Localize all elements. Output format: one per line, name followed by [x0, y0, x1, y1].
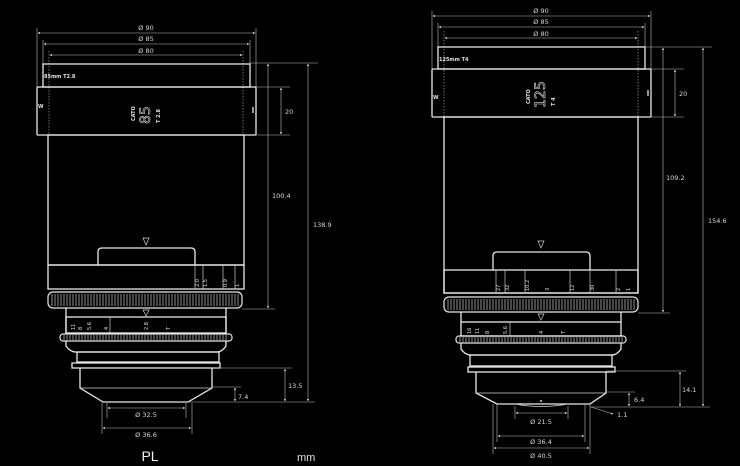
dim-d80: Ø 80 [533, 30, 548, 38]
dim-d85: Ø 85 [138, 35, 153, 43]
svg-text:4: 4 [539, 331, 545, 334]
svg-text:12: 12 [570, 285, 576, 291]
dim-d85: Ø 85 [533, 18, 548, 26]
svg-text:11: 11 [71, 324, 77, 330]
gear-teeth [63, 335, 227, 340]
aperture-scale-band [65, 316, 227, 334]
gear-teeth [459, 337, 623, 342]
dim-d90: Ø 90 [533, 7, 548, 15]
aperture-index-icon [537, 313, 545, 321]
aperture-scale: 16 11 8 5.6 4 T [467, 322, 567, 336]
mount-flange [467, 366, 616, 373]
focus-scale: 2.0 1.5 0.9 1 [194, 265, 241, 289]
gear-teeth [51, 294, 239, 306]
svg-text:5.6: 5.6 [87, 322, 93, 330]
dim-d40: Ø 40.5 [530, 452, 552, 460]
brand: CATO [526, 89, 532, 104]
logo: W [38, 104, 44, 110]
svg-text:1: 1 [626, 288, 632, 291]
svg-text:4: 4 [104, 327, 110, 330]
svg-text:0.9: 0.9 [223, 279, 229, 287]
dim-h13: 13.5 [288, 382, 302, 390]
dim-h109: 109.2 [666, 174, 685, 182]
focus-scale-band [443, 269, 639, 294]
focal-length: 85 [138, 106, 154, 124]
svg-text:T: T [166, 326, 172, 331]
svg-text:2: 2 [616, 288, 622, 291]
svg-text:2.0: 2.0 [195, 279, 201, 287]
svg-text:10.2: 10.2 [525, 280, 531, 291]
mount [475, 372, 607, 405]
index-mark-icon [537, 240, 545, 249]
brand: CATO [131, 106, 137, 121]
dim-h138: 138.9 [313, 221, 332, 229]
t-stop: T 4 [551, 97, 557, 106]
t-stop: T 2.8 [156, 108, 162, 123]
pl-mount [79, 368, 213, 403]
focal-length: 125 [533, 81, 549, 108]
svg-text:T: T [561, 330, 567, 335]
dim-h20: 20 [285, 108, 293, 116]
aperture-scale: 11 8 5.6 4 2.8 T [71, 317, 172, 333]
focus-window [492, 251, 591, 270]
dim-d36: Ø 36.6 [135, 431, 157, 439]
svg-text:1: 1 [235, 284, 241, 287]
dim-h6: 6.4 [634, 396, 644, 404]
aperture-index-icon [142, 309, 150, 317]
units-label: mm [297, 452, 315, 464]
svg-text:30: 30 [590, 285, 596, 291]
focus-scale-band [47, 264, 245, 290]
dim-h14: 14.1 [682, 386, 696, 394]
dim-d21: Ø 21.5 [530, 418, 552, 426]
svg-text:8: 8 [485, 331, 491, 334]
focus-gear [443, 296, 639, 313]
logo: W [433, 95, 439, 101]
svg-text:16: 16 [467, 328, 473, 334]
dim-d90: Ø 90 [138, 24, 153, 32]
dim-h100: 100.4 [272, 192, 291, 200]
aperture-gear [455, 335, 627, 344]
gear-teeth [447, 299, 635, 310]
model-label: 85mm T2.8 [44, 74, 76, 80]
svg-text:3: 3 [545, 288, 551, 291]
svg-text:8: 8 [78, 327, 84, 330]
svg-text:27: 27 [496, 285, 502, 291]
svg-text:32: 32 [505, 285, 511, 291]
dim-h20: 20 [679, 90, 687, 98]
focus-scale: 27 32 10.2 3 12 30 2 1 [495, 270, 632, 293]
mount-flange [71, 362, 221, 369]
mount-label: PL [141, 448, 158, 464]
svg-text:11: 11 [475, 328, 481, 334]
svg-text:1.5: 1.5 [203, 279, 209, 287]
index-mark-icon [142, 237, 150, 246]
dim-d32: Ø 32.5 [135, 411, 157, 419]
aperture-gear [59, 333, 233, 342]
svg-text:5.6: 5.6 [503, 326, 509, 334]
svg-text:2.8: 2.8 [144, 322, 150, 330]
lens-pl-drawing: Ø 90 Ø 85 Ø 80 85mm T2.8 W CATO 85 T 2.8… [36, 24, 332, 464]
dim-h154: 154.6 [708, 217, 727, 225]
dim-d36: Ø 36.4 [530, 438, 552, 446]
focus-gear [47, 291, 243, 309]
focus-window [97, 247, 196, 265]
barrel [443, 116, 639, 294]
lens-2-drawing: Ø 90 Ø 85 Ø 80 125mm T4 W CATO 125 T 4 2… [431, 7, 727, 460]
dim-h7: 7.4 [238, 393, 248, 401]
model-label: 125mm T4 [439, 57, 469, 63]
dim-h1: 1.1 [617, 411, 627, 419]
front-cap [437, 46, 646, 70]
dim-d80: Ø 80 [138, 47, 153, 55]
